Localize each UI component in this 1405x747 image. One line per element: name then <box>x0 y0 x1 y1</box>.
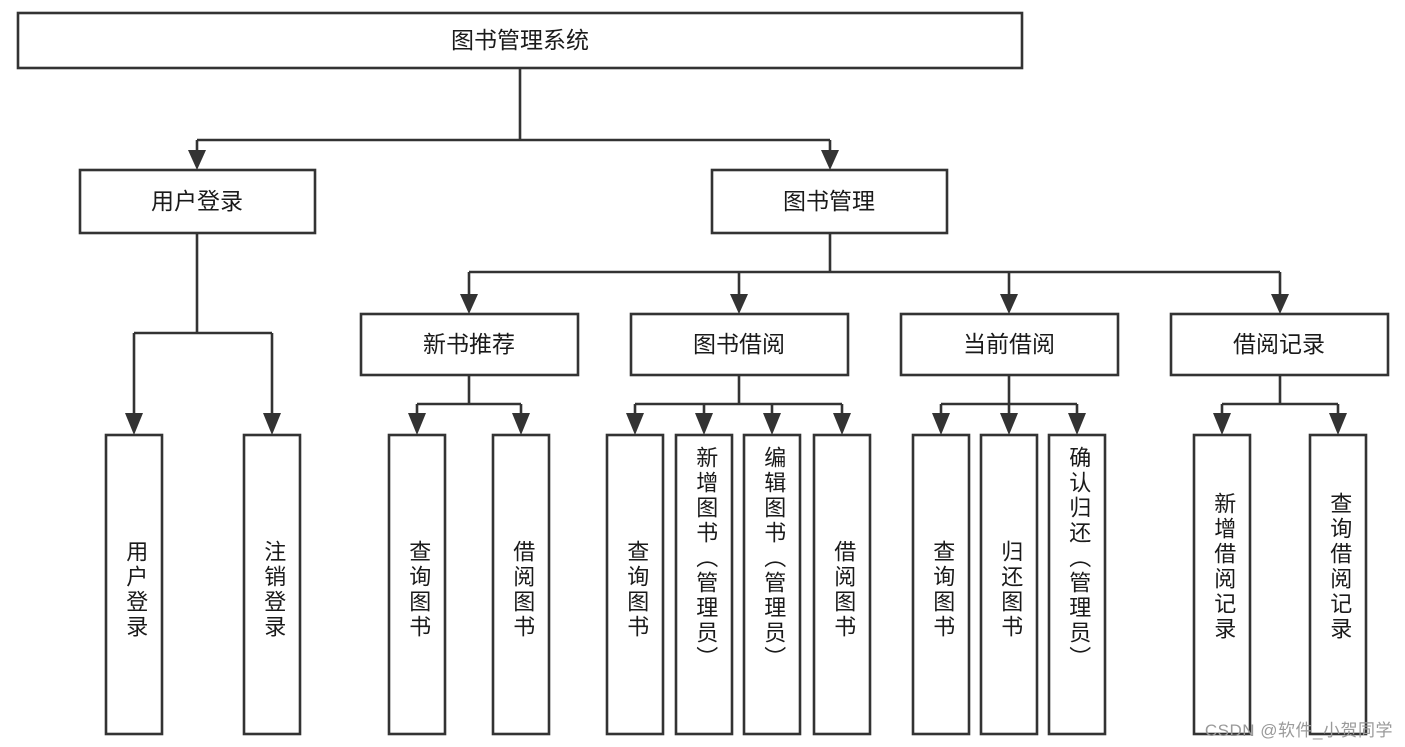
arrow-to-borrow-record <box>1271 294 1289 314</box>
node-book-manage-box[interactable] <box>710 168 949 235</box>
node-leaf-edit-book[interactable]: 编辑图书（管理员） <box>742 433 802 736</box>
arrow-leaf-query-book-2 <box>626 413 644 435</box>
node-leaf-query-book-3-box[interactable] <box>911 433 971 736</box>
arrow-leaf-confirm-return <box>1068 413 1086 435</box>
node-borrow-record[interactable]: 借阅记录 <box>1169 312 1390 377</box>
node-new-book-recommend[interactable]: 新书推荐 <box>359 312 580 377</box>
node-leaf-return-book[interactable]: 归还图书 <box>979 433 1039 736</box>
node-new-book-recommend-label: 新书推荐 <box>423 331 515 357</box>
node-leaf-query-book-1-box[interactable] <box>387 433 447 736</box>
node-book-manage-label: 图书管理 <box>783 188 875 214</box>
arrow-leaf-add-record <box>1213 413 1231 435</box>
node-leaf-query-record[interactable]: 查询借阅记录 <box>1308 433 1368 736</box>
node-leaf-confirm-return-label: 确认归还（管理员） <box>1066 446 1091 671</box>
arrow-leaf-borrow-book-1 <box>512 413 530 435</box>
node-leaf-user-logout[interactable]: 注销登录 <box>242 433 302 736</box>
node-leaf-query-book-1[interactable]: 查询图书 <box>387 433 447 736</box>
node-leaf-user-logout-box[interactable] <box>242 433 302 736</box>
node-leaf-user-logout-label: 注销登录 <box>261 540 286 640</box>
node-leaf-query-book-3-label: 查询图书 <box>930 540 955 640</box>
node-leaf-borrow-book-1[interactable]: 借阅图书 <box>491 433 551 736</box>
arrow-to-book-borrow <box>730 294 748 314</box>
node-leaf-query-book-3[interactable]: 查询图书 <box>911 433 971 736</box>
node-book-manage[interactable]: 图书管理 <box>710 168 949 235</box>
arrow-leaf-return-book <box>1000 413 1018 435</box>
node-leaf-return-book-label: 归还图书 <box>998 540 1023 640</box>
node-leaf-confirm-return[interactable]: 确认归还（管理员） <box>1047 433 1107 736</box>
arrow-leaf-user-login <box>125 413 143 435</box>
node-leaf-borrow-book-1-label: 借阅图书 <box>510 540 535 640</box>
arrow-leaf-add-book <box>695 413 713 435</box>
node-root-label: 图书管理系统 <box>451 27 589 53</box>
node-user-login-label: 用户登录 <box>151 188 243 214</box>
node-leaf-borrow-book-1-box[interactable] <box>491 433 551 736</box>
node-leaf-add-record-label: 新增借阅记录 <box>1211 492 1236 642</box>
arrow-leaf-query-book-1 <box>408 413 426 435</box>
node-current-borrow-box[interactable] <box>899 312 1120 377</box>
node-current-borrow[interactable]: 当前借阅 <box>899 312 1120 377</box>
node-borrow-record-box[interactable] <box>1169 312 1390 377</box>
node-leaf-user-login-label: 用户登录 <box>123 540 148 640</box>
node-leaf-return-book-box[interactable] <box>979 433 1039 736</box>
arrow-to-book-manage <box>821 150 839 170</box>
node-leaf-confirm-return-box[interactable] <box>1047 433 1107 736</box>
node-leaf-query-book-2-box[interactable] <box>605 433 665 736</box>
node-root[interactable]: 图书管理系统 <box>16 11 1024 70</box>
node-leaf-edit-book-label: 编辑图书（管理员） <box>761 446 786 671</box>
node-leaf-add-book[interactable]: 新增图书（管理员） <box>674 433 734 736</box>
arrow-leaf-user-logout <box>263 413 281 435</box>
node-book-borrow-box[interactable] <box>629 312 850 377</box>
arrow-to-new-book-recommend <box>460 294 478 314</box>
node-leaf-add-book-label: 新增图书（管理员） <box>693 446 718 671</box>
node-leaf-add-record[interactable]: 新增借阅记录 <box>1192 433 1252 736</box>
arrow-leaf-query-book-3 <box>932 413 950 435</box>
node-book-borrow[interactable]: 图书借阅 <box>629 312 850 377</box>
node-leaf-add-book-box[interactable] <box>674 433 734 736</box>
node-book-borrow-label: 图书借阅 <box>693 331 785 357</box>
node-user-login-box[interactable] <box>78 168 317 235</box>
node-leaf-add-record-box[interactable] <box>1192 433 1252 736</box>
node-leaf-user-login[interactable]: 用户登录 <box>104 433 164 736</box>
node-user-login[interactable]: 用户登录 <box>78 168 317 235</box>
node-leaf-borrow-book-2[interactable]: 借阅图书 <box>812 433 872 736</box>
node-leaf-borrow-book-2-box[interactable] <box>812 433 872 736</box>
node-new-book-recommend-box[interactable] <box>359 312 580 377</box>
node-leaf-user-login-box[interactable] <box>104 433 164 736</box>
arrow-to-current-borrow <box>1000 294 1018 314</box>
node-leaf-edit-book-box[interactable] <box>742 433 802 736</box>
node-root-box[interactable] <box>16 11 1024 70</box>
arrow-leaf-borrow-book-2 <box>833 413 851 435</box>
node-leaf-borrow-book-2-label: 借阅图书 <box>831 540 856 640</box>
arrow-leaf-query-record <box>1329 413 1347 435</box>
node-borrow-record-label: 借阅记录 <box>1233 331 1325 357</box>
connector-layer <box>125 68 1347 435</box>
node-leaf-query-record-label: 查询借阅记录 <box>1327 492 1352 642</box>
node-leaf-query-book-2[interactable]: 查询图书 <box>605 433 665 736</box>
node-current-borrow-label: 当前借阅 <box>963 331 1055 357</box>
node-leaf-query-record-box[interactable] <box>1308 433 1368 736</box>
node-leaf-query-book-2-label: 查询图书 <box>624 540 649 640</box>
arrow-leaf-edit-book <box>763 413 781 435</box>
arrow-to-user-login <box>188 150 206 170</box>
node-leaf-query-book-1-label: 查询图书 <box>406 540 431 640</box>
